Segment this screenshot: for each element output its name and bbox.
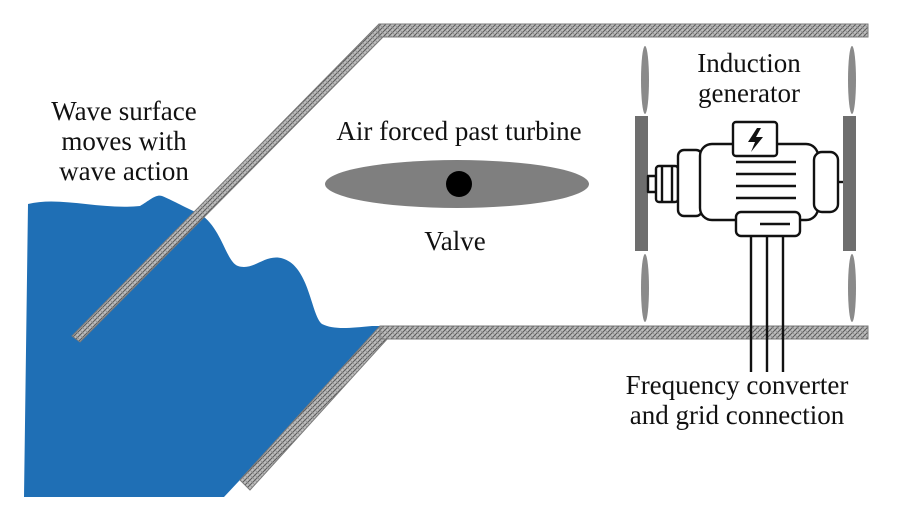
air-flow-label: Air forced past turbine: [336, 116, 582, 146]
floor-wall: [379, 325, 869, 340]
lightning-bolt-icon: [748, 128, 763, 152]
turbine-blade-right-bottom: [848, 254, 856, 322]
grid-connection-label: Frequency converter and grid connection: [584, 370, 890, 430]
generator-label-line-2: generator: [698, 78, 800, 108]
turbine-blade-right-top: [848, 46, 856, 114]
wave-surface-label: Wave surface moves with wave action: [26, 96, 222, 186]
generator-label-line-1: Induction: [697, 48, 801, 78]
turbine-disc-right: [843, 116, 856, 251]
turbine-disc-left: [635, 116, 648, 251]
wave-water: [24, 195, 384, 497]
generator-label: Induction generator: [674, 48, 824, 108]
valve-label: Valve: [424, 226, 486, 256]
grid-connection-label-line-1: Frequency converter: [625, 370, 849, 400]
wave-surface-label-line-3: wave action: [59, 156, 189, 186]
turbine-blade-left-bottom: [641, 254, 649, 322]
roof-wall: [378, 23, 869, 38]
wave-surface-label-line-2: moves with: [61, 126, 187, 156]
wave-surface-label-line-1: Wave surface: [51, 96, 197, 126]
valve-pivot: [446, 171, 472, 197]
grid-connection-label-line-2: and grid connection: [629, 400, 845, 430]
turbine-blade-left-top: [641, 46, 649, 114]
